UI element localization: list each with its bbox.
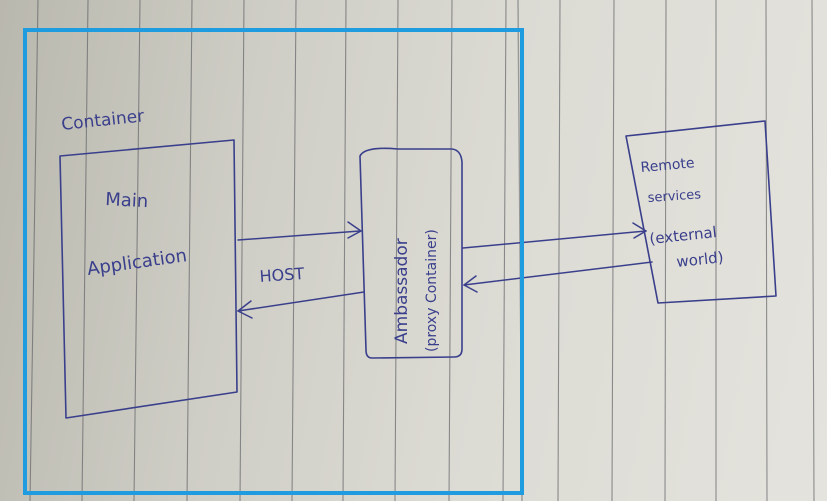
main-application-box: Main Application	[59, 139, 238, 419]
remote-label-line1: Remote	[640, 155, 695, 176]
arrow-ambassador-to-remote	[462, 222, 647, 249]
arrow-ambassador-to-main	[237, 291, 365, 319]
ambassador-label-line2: (proxy Container)	[424, 229, 440, 352]
remote-services-box: Remote services (external world)	[625, 120, 777, 304]
remote-label-line4: world)	[676, 248, 725, 271]
ambassador-box: Ambassador (proxy Container)	[359, 147, 463, 359]
remote-label-line3: (external	[649, 223, 718, 248]
host-label: HOST	[259, 264, 305, 286]
main-application-label-line1: Main	[105, 189, 149, 212]
ruled-lines	[29, 0, 815, 501]
remote-label-line2: services	[647, 187, 701, 206]
arrow-main-to-ambassador	[237, 221, 362, 241]
container-label: Container	[60, 106, 145, 135]
ambassador-label-line1: Ambassador	[392, 238, 412, 344]
highlight-frame	[23, 28, 524, 495]
arrow-remote-to-ambassador	[463, 261, 653, 293]
